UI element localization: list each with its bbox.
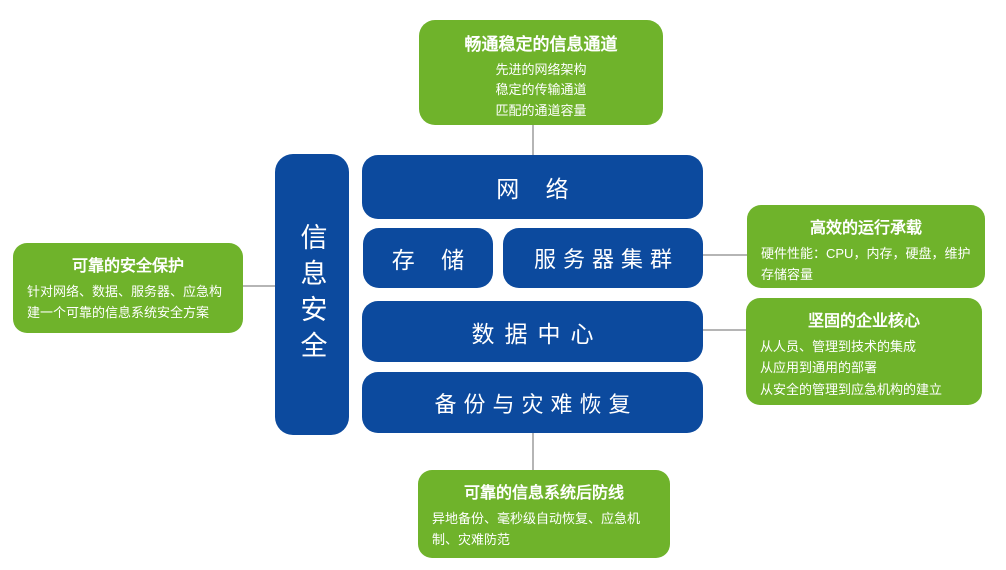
box-server-cluster-label: 服务器集群 — [533, 247, 679, 272]
box-network: 网 络 — [362, 155, 703, 219]
box-data-center-label: 数据中心 — [471, 320, 604, 347]
panel-efficient-operation: 高效的运行承载 硬件性能：CPU，内存，硬盘，维护存储容量 — [747, 205, 985, 288]
panel-system-last-defense-title: 可靠的信息系统后防线 — [463, 485, 624, 502]
connector-left-to-pillar — [242, 285, 276, 287]
box-backup-recovery-label: 备份与灾难恢复 — [434, 391, 638, 417]
pillar-information-security: 信息安全 — [275, 154, 349, 435]
panel-system-last-defense: 可靠的信息系统后防线 异地备份、毫秒级自动恢复、应急机制、灾难防范 — [418, 470, 670, 558]
panel-enterprise-core-line: 从人员、管理到技术的集成 — [760, 339, 917, 354]
connector-cluster-to-right-top — [703, 254, 747, 256]
panel-enterprise-core: 坚固的企业核心 从人员、管理到技术的集成 从应用到通用的部署 从安全的管理到应急… — [746, 298, 982, 405]
box-storage-label: 存 储 — [391, 247, 475, 273]
panel-efficient-operation-body: 硬件性能：CPU，内存，硬盘，维护存储容量 — [761, 246, 971, 283]
connector-top-to-network — [532, 124, 534, 155]
box-backup-recovery: 备份与灾难恢复 — [362, 372, 703, 433]
box-storage: 存 储 — [363, 228, 493, 288]
panel-stable-channel: 畅通稳定的信息通道 先进的网络架构 稳定的传输通道 匹配的通道容量 — [419, 20, 663, 125]
panel-security-protection: 可靠的安全保护 针对网络、数据、服务器、应急构建一个可靠的信息系统安全方案 — [13, 243, 243, 333]
connector-backup-to-bottom — [532, 433, 534, 470]
box-data-center: 数据中心 — [362, 301, 703, 362]
panel-stable-channel-line: 稳定的传输通道 — [495, 82, 587, 98]
panel-security-protection-title: 可靠的安全保护 — [71, 258, 184, 275]
panel-enterprise-core-line: 从安全的管理到应急机构的建立 — [760, 381, 943, 397]
panel-enterprise-core-line: 从应用到通用的部署 — [760, 360, 878, 376]
box-network-label: 网 络 — [496, 176, 579, 202]
panel-system-last-defense-body: 异地备份、毫秒级自动恢复、应急机制、灾难防范 — [432, 511, 641, 548]
panel-stable-channel-line: 先进的网络架构 — [495, 61, 587, 77]
panel-enterprise-core-title: 坚固的企业核心 — [807, 313, 920, 330]
box-server-cluster: 服务器集群 — [503, 228, 703, 288]
panel-stable-channel-line: 匹配的通道容量 — [495, 103, 587, 119]
panel-efficient-operation-title: 高效的运行承载 — [809, 220, 922, 237]
panel-security-protection-body: 针对网络、数据、服务器、应急构建一个可靠的信息系统安全方案 — [27, 284, 223, 321]
pillar-information-security-label: 信息安全 — [296, 222, 327, 367]
panel-stable-channel-title: 畅通稳定的信息通道 — [464, 35, 618, 54]
connector-datacenter-to-right-bottom — [703, 329, 747, 331]
